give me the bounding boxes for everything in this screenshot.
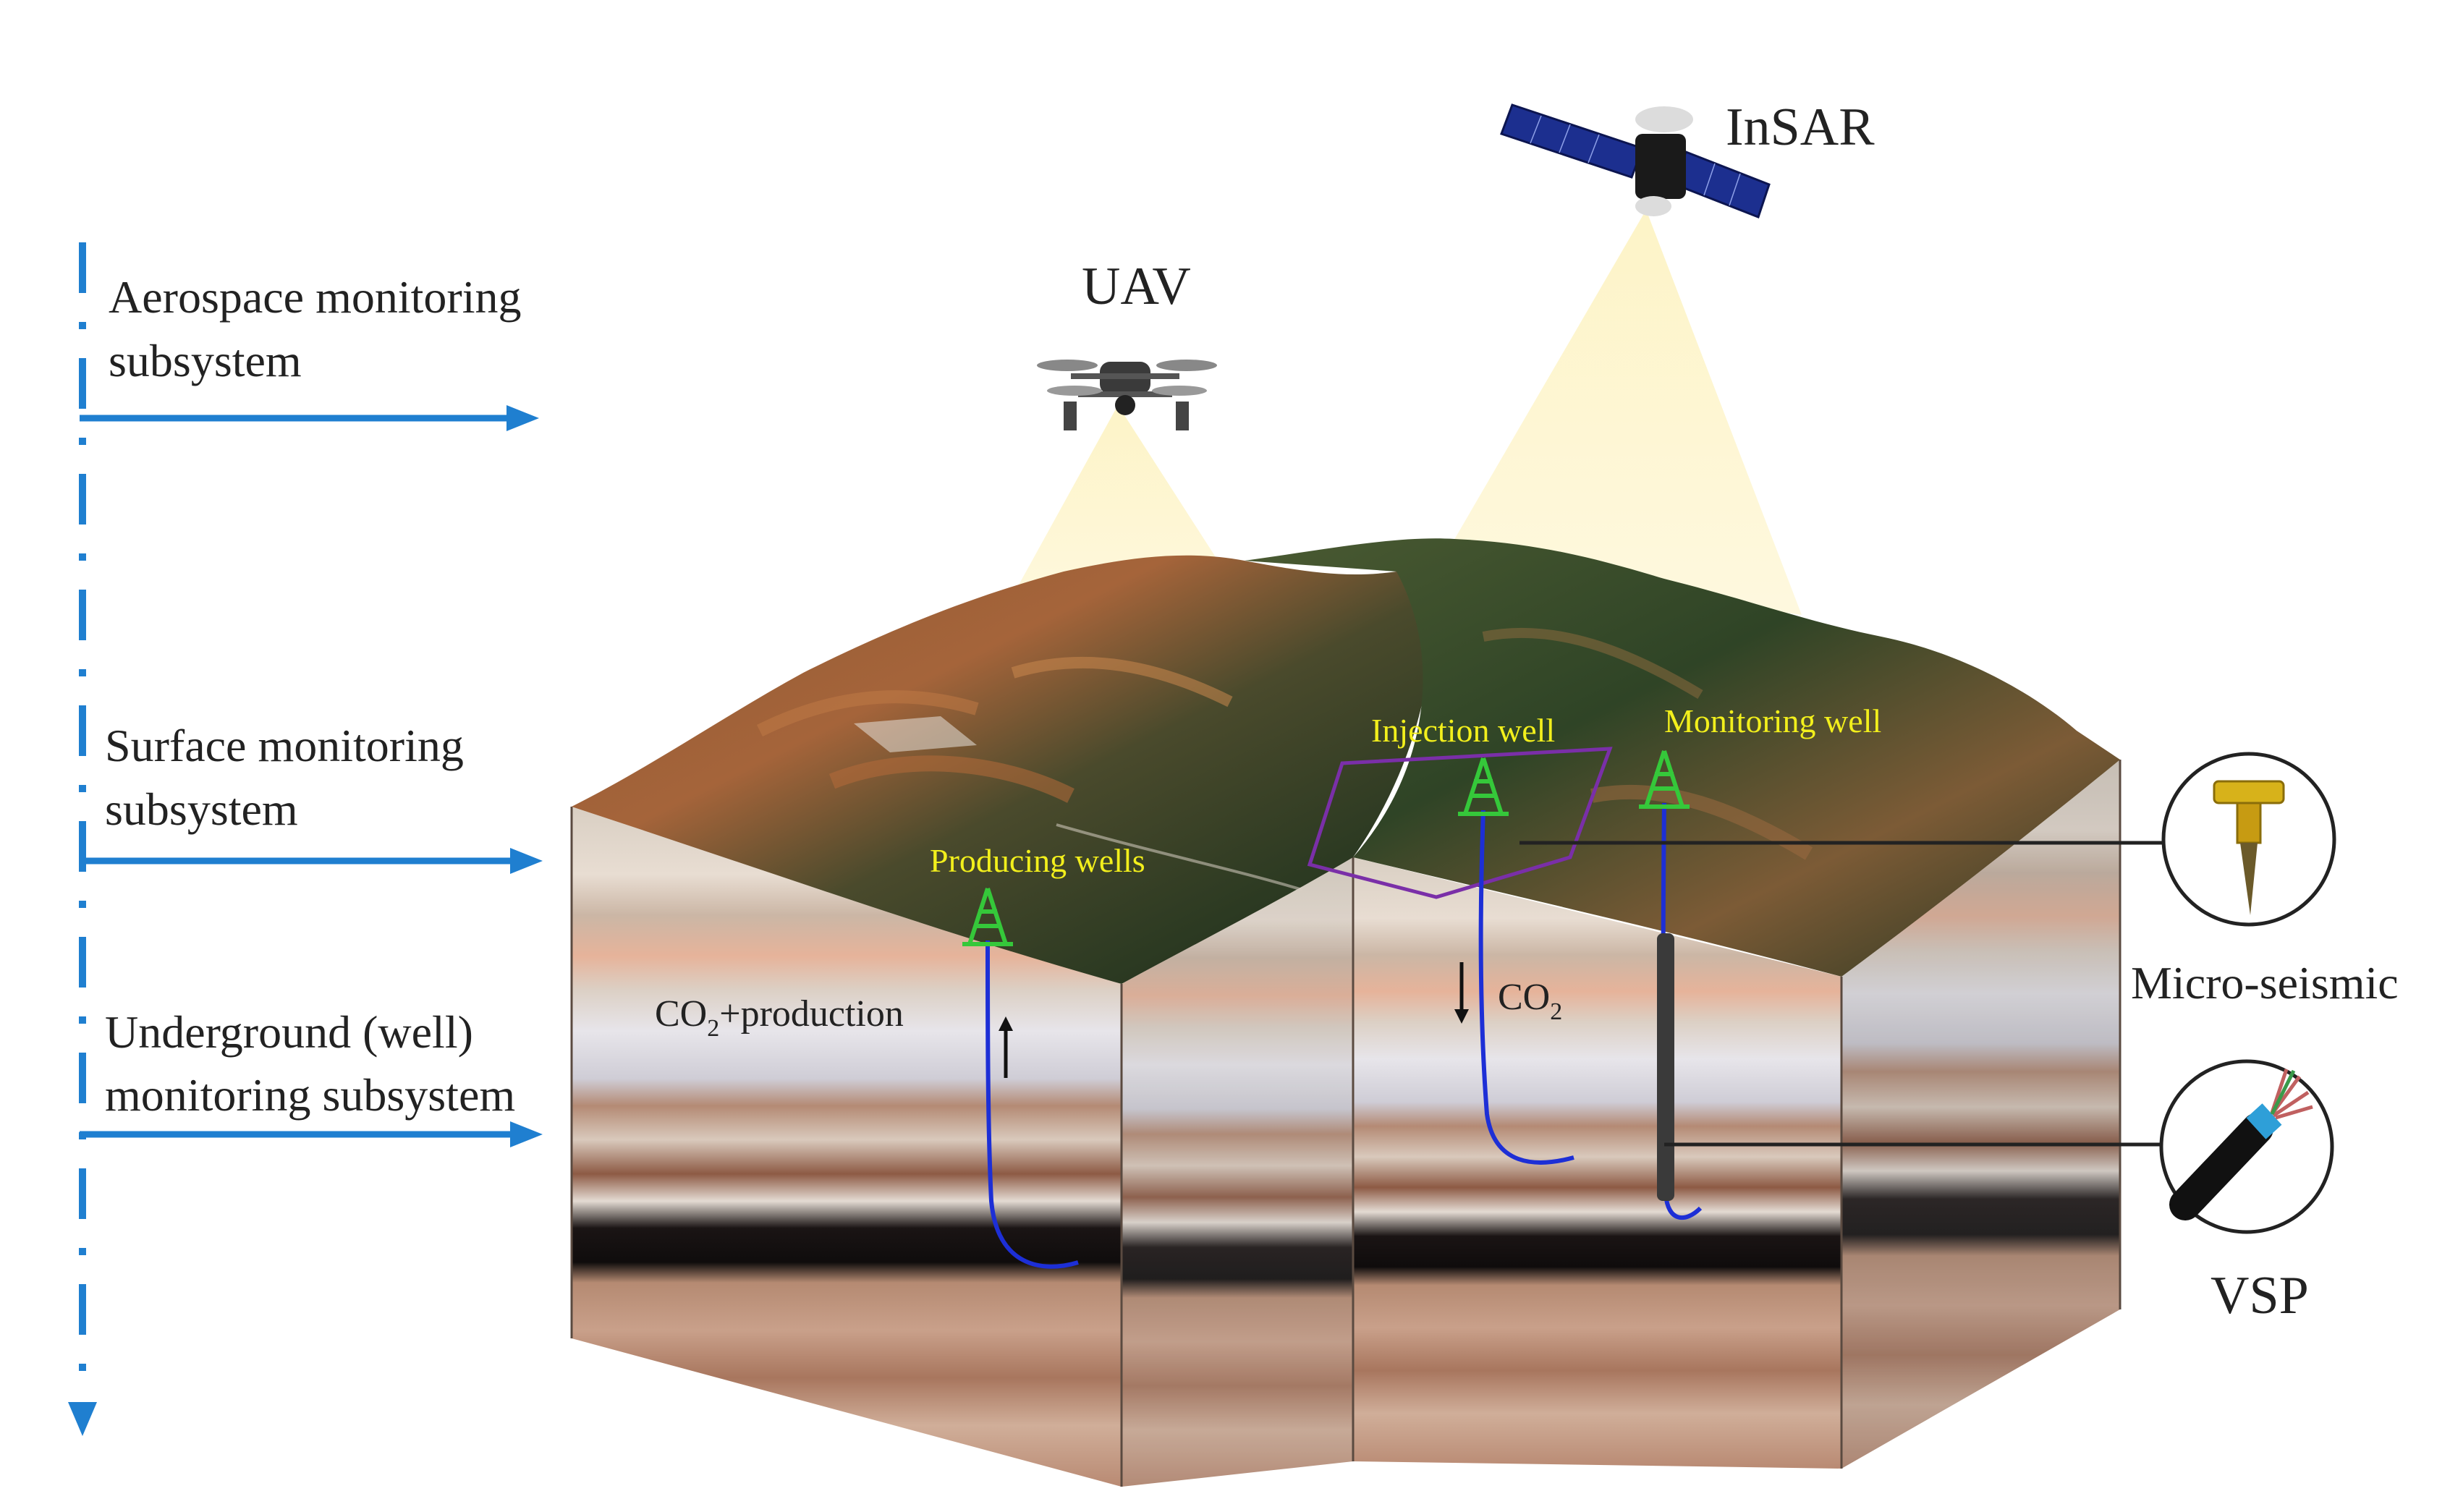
block-right-left-face bbox=[1353, 857, 1841, 1469]
aerospace-label: Aerospace monitoring subsystem bbox=[109, 271, 533, 386]
co2-production-label: CO2+production bbox=[655, 993, 904, 1042]
uav-drone-icon bbox=[1037, 360, 1217, 430]
injection-well-pipe bbox=[1478, 810, 1574, 1165]
vsp-sensor-string bbox=[1657, 933, 1674, 1201]
vsp-cable-icon bbox=[2159, 1059, 2334, 1234]
injection-down-arrow bbox=[1454, 962, 1469, 1024]
face-shading-left bbox=[1122, 857, 1353, 1487]
terrain-surface-right bbox=[1245, 538, 2120, 977]
injection-well-derrick-icon bbox=[1458, 757, 1509, 816]
surface-label: Surface monitoring subsystem bbox=[105, 720, 475, 835]
terrain-texture bbox=[756, 627, 1813, 891]
underground-label: Underground (well) monitoring subsystem bbox=[105, 1006, 515, 1121]
block-left-front-face bbox=[1122, 857, 1353, 1487]
micro-seismic-sensor-icon bbox=[2161, 752, 2336, 927]
axis-down-arrowhead bbox=[68, 1402, 97, 1436]
insar-label: InSAR bbox=[1726, 98, 1875, 157]
injection-zone-outline bbox=[1307, 747, 1613, 899]
monitoring-well-label: Monitoring well bbox=[1664, 702, 1881, 739]
producing-well-pipe bbox=[985, 940, 1079, 1269]
subsystem-axis bbox=[68, 242, 543, 1436]
underground-arrowhead bbox=[510, 1121, 543, 1147]
producing-well-derrick-icon bbox=[962, 888, 1013, 946]
block-edges bbox=[570, 760, 2122, 1487]
face-shading-right bbox=[1841, 760, 2120, 1469]
monitoring-well-derrick-icon bbox=[1639, 750, 1690, 809]
production-up-arrow bbox=[999, 1016, 1013, 1078]
insar-satellite-icon bbox=[1500, 103, 1771, 218]
insar-sensing-beam bbox=[1440, 210, 1802, 615]
surface-arrowhead bbox=[510, 848, 543, 874]
uav-label: UAV bbox=[1082, 257, 1191, 316]
block-left-face bbox=[572, 807, 1122, 1487]
block-right-face bbox=[1841, 760, 2120, 1469]
injection-well-label: Injection well bbox=[1371, 712, 1555, 749]
micro-seismic-label: Micro-seismic bbox=[2131, 957, 2399, 1008]
vsp-label: VSP bbox=[2210, 1266, 2309, 1325]
aerospace-arrowhead bbox=[506, 405, 539, 431]
co2-injection-label: CO2 bbox=[1498, 977, 1562, 1025]
producing-wells-label: Producing wells bbox=[930, 842, 1145, 879]
